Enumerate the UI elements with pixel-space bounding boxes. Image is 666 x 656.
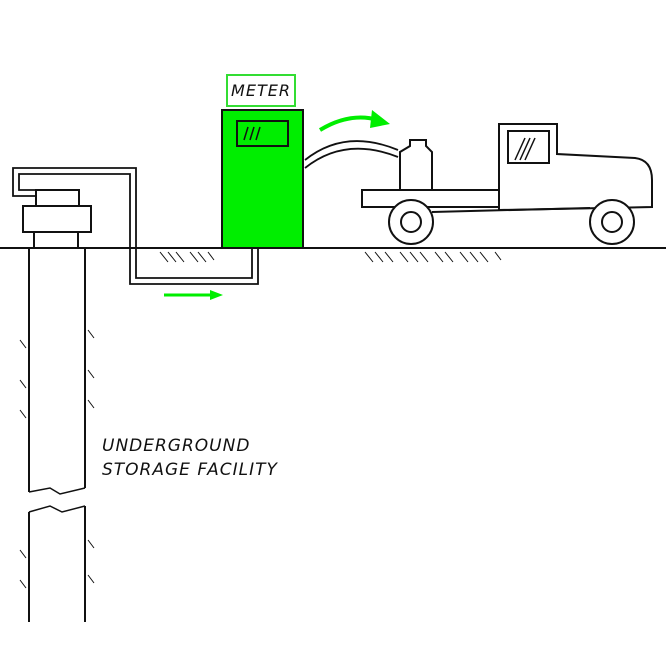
storage-label-line1: UNDERGROUND bbox=[102, 434, 278, 458]
flow-arrow-to-truck bbox=[320, 110, 390, 130]
storage-label-line2: STORAGE FACILITY bbox=[102, 458, 278, 482]
storage-label: UNDERGROUND STORAGE FACILITY bbox=[102, 434, 278, 482]
storage-well-shaft bbox=[29, 248, 85, 622]
hose bbox=[305, 141, 398, 168]
wellhead bbox=[23, 190, 91, 248]
meter-window bbox=[237, 121, 288, 146]
truck bbox=[362, 124, 652, 244]
meter-label: METER bbox=[226, 74, 296, 107]
flow-arrow-underground bbox=[164, 290, 223, 300]
soil-hatching bbox=[20, 252, 501, 588]
